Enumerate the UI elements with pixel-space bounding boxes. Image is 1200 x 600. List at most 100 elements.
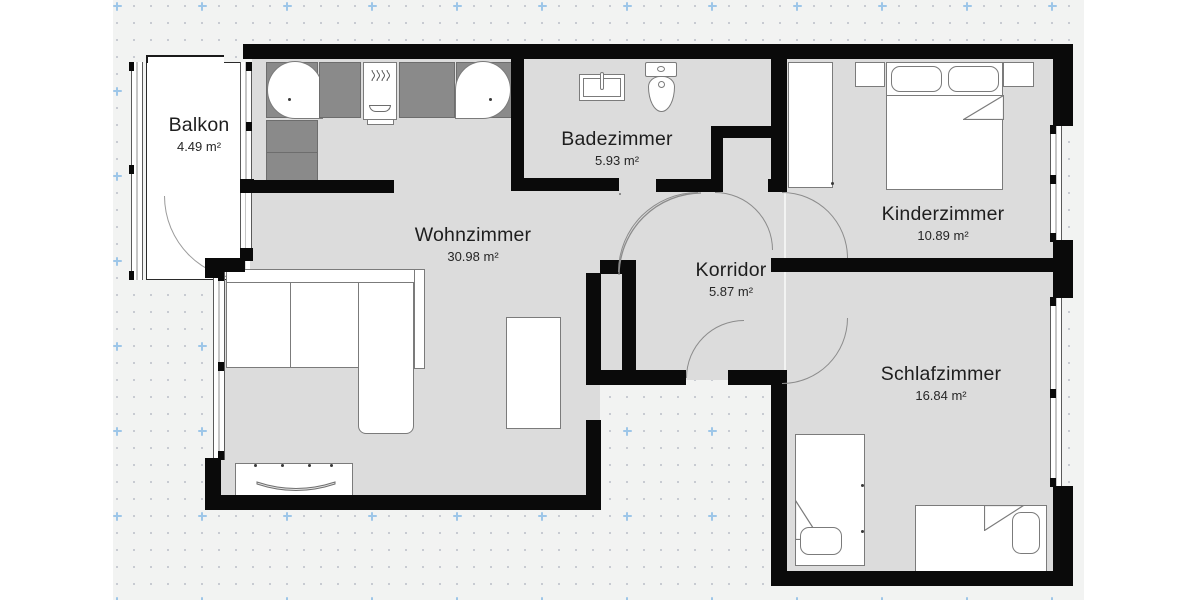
living-door-swing-arc [618,192,702,276]
window-nub [1050,389,1056,398]
wall-living-top-left-stub [205,258,245,272]
kitchen-counter-mid-right [399,62,455,118]
wall-living-bottom [205,495,601,510]
sofa-seat-left [226,282,291,368]
wall-kids-left-stub [771,58,787,70]
kids-nightstand-left [855,62,885,87]
kitchen-stove-handle [367,120,394,125]
room-label-wohnzimmer: Wohnzimmer 30.98 m² [415,224,532,264]
window-nub [129,271,134,280]
kitchen-stove [363,62,397,120]
bathroom-faucet [600,72,604,90]
room-name: Balkon [168,114,230,136]
wall-kitchen-bath [511,58,524,191]
kitchen-counter-mid-left [319,62,361,118]
kids-bed-fold-icon [963,95,1004,120]
wall-closet-top [711,126,783,138]
sofa-back [226,269,423,283]
window-nub [1050,175,1056,184]
wall-living-bottom-step [586,370,624,385]
wall-balcony-door-jamb [240,248,253,261]
window-nub [218,451,224,460]
wall-balcony-living-vert [240,179,254,193]
tv-stand-dot [308,464,311,467]
room-area: 4.49 m² [176,139,222,154]
wall-corridor-left [622,260,636,375]
window-nub [1050,233,1056,242]
wall-exterior-right-mid [1053,240,1073,298]
wall-bath-bottom [511,178,619,191]
room-area: 16.84 m² [915,388,967,403]
wall-closet-bottom-right [768,179,787,192]
window-nub [218,362,224,371]
stove-pot-icon [369,105,391,112]
wall-exterior-right-lower [1053,486,1073,586]
window-nub [246,62,252,71]
kids-wardrobe [788,62,833,188]
stove-steam-icon [371,69,391,82]
room-label-balkon: Balkon 4.49 m² [169,114,230,154]
bed-handle-dot [861,530,864,533]
living-coffee-table [506,317,561,429]
room-label-schlafzimmer: Schlafzimmer 16.84 m² [881,363,1002,403]
wall-closet-right [771,58,787,192]
window-nub [1050,297,1056,306]
wall-kids-bedroom [771,258,1061,272]
room-label-kinderzimmer: Kinderzimmer 10.89 m² [882,203,1005,243]
bedroom-bed-left-pillow [800,527,842,555]
sofa-armrest-right [414,269,425,369]
window-nub [129,165,134,174]
wall-exterior-top [243,44,1073,59]
wall-corridor-bottom-left [622,370,686,385]
wall-exterior-bedroom-left [771,370,787,579]
kids-nightstand-right [1003,62,1034,87]
wall-living-left-lower [205,458,221,510]
sofa-seat-mid [290,282,359,368]
room-area: 30.98 m² [447,249,499,264]
window-nub [218,272,224,281]
room-name: Kinderzimmer [881,203,1005,225]
bedroom-bed-bottom-fold-icon [984,505,1024,531]
room-area: 5.87 m² [708,284,754,299]
tv-stand-dot [254,464,257,467]
tv-stand-dot [330,464,333,467]
bathroom-toilet-seat-dot [658,81,665,88]
room-name: Badezimmer [561,128,673,150]
cabinet-pivot-dot [489,98,492,101]
cabinet-pivot-dot [288,98,291,101]
wall-exterior-bottom-right [771,571,1073,586]
kids-pillow-right [948,66,999,92]
room-name: Wohnzimmer [414,224,532,246]
living-tv-icon [256,481,336,491]
room-label-korridor: Korridor 5.87 m² [696,259,767,299]
balcony-door-leaf[interactable] [246,193,250,279]
wall-balcony-living [240,180,394,193]
kids-pillow-left [891,66,942,92]
living-corridor-door-swing [619,193,621,195]
bedroom-bed-bottom-pillow [1012,512,1040,554]
tv-stand-dot [281,464,284,467]
window-nub [129,62,134,71]
window-nub [1050,125,1056,134]
kitchen-corner-cabinet-left [267,61,323,119]
balkon-rail-top [146,55,224,63]
kitchen-corner-cabinet-right [455,61,511,119]
kitchen-counter-left-lower [266,120,318,153]
window-nub [1050,478,1056,487]
wall-closet-bottom-left [656,179,716,192]
floor-bath-corridor-strip [656,58,786,130]
sofa-chaise [358,282,414,434]
wardrobe-handle-dot [831,182,834,185]
kitchen-counter-left-lower2 [266,152,318,185]
wall-exterior-right-upper [1053,44,1073,126]
wall-closet-left [711,126,723,192]
bathroom-toilet-flush [657,66,665,72]
room-area: 10.89 m² [917,228,969,243]
bed-handle-dot [861,484,864,487]
kids-bed-mattress [886,95,1003,190]
wall-living-right-vert [586,273,601,385]
room-name: Schlafzimmer [880,363,1002,385]
room-name: Korridor [695,259,767,281]
